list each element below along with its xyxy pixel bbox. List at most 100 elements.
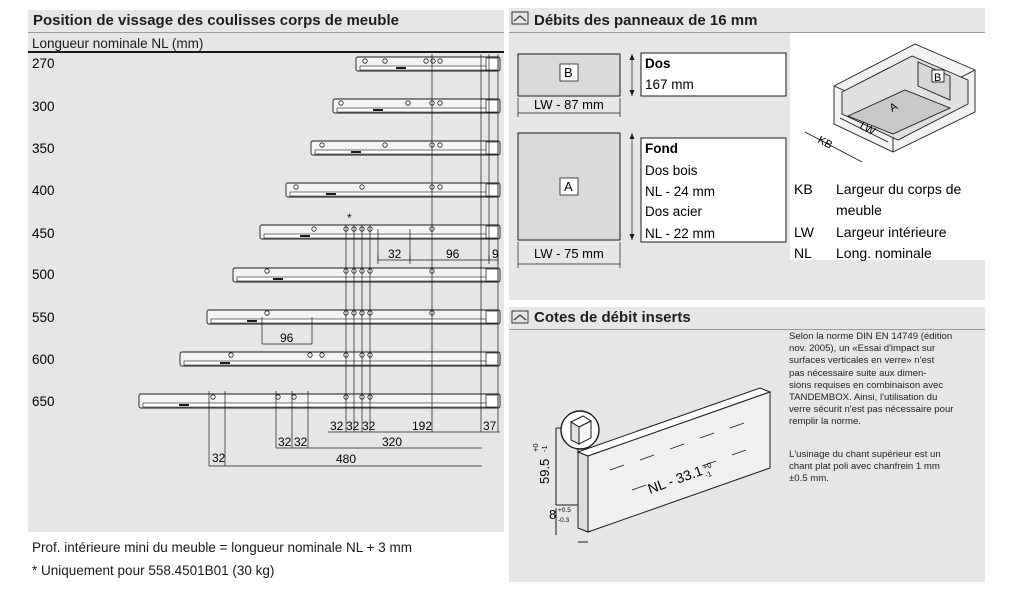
row-label-600: 600 (32, 352, 55, 367)
dim-b1-32a: 32 (330, 419, 344, 433)
slide-rail (314, 149, 497, 155)
section-icon (511, 11, 529, 25)
dim-9-row450: 9 (492, 247, 499, 261)
dim-b1-37: 37 (483, 419, 497, 433)
debits-drawing: B LW - 87 mm Dos 167 mm A LW - 75 mm Fon… (517, 33, 985, 268)
subtitle-underline (28, 51, 504, 53)
slide-clip (373, 109, 383, 111)
slide-end (485, 225, 499, 239)
fond-label: Fond (645, 141, 678, 156)
vertical-guide-lines (208, 54, 499, 466)
norm-line-7: verre sécurit n'est pas nécessaire pour (789, 404, 954, 416)
norm-line-5: sions requises en combinaison avec (789, 379, 944, 391)
debits-title: Débits des panneaux de 16 mm (534, 12, 758, 29)
norm-line-3: surfaces verticales en verre» n'est (789, 355, 935, 367)
dim-length-tol-plus: +0 (702, 460, 713, 471)
edge-line-1: L'usinage du chant supérieur est un (789, 449, 941, 460)
legend-kb-text: Largeur du corps de (836, 181, 962, 197)
edge-line-2: chant plat poli avec chanfrein 1 mm (789, 461, 940, 473)
slide-end (485, 352, 499, 366)
row-label-450: 450 (32, 226, 55, 241)
slide-end (485, 310, 499, 324)
legend-nl-abbr: NL (794, 245, 812, 261)
fond-line-2: NL - 24 mm (645, 184, 715, 199)
slide-clip (273, 278, 283, 280)
norm-line-4: pas nécessaire suite aux dimen- (789, 367, 927, 379)
dim-height-tol-plus: +0 (531, 443, 540, 452)
norm-paragraph: Selon la norme DIN EN 14749 (édition nov… (789, 331, 985, 429)
dim-32-row450: 32 (388, 247, 402, 261)
dim-b2-32b: 32 (294, 435, 308, 449)
slide-end (485, 183, 499, 197)
dim-thick-value: 8 (549, 507, 556, 522)
row-label-500: 500 (32, 267, 55, 282)
screw-hole (264, 268, 270, 274)
slide-end (485, 141, 499, 155)
slide-rail (289, 191, 497, 197)
slide-rail (142, 402, 497, 408)
row-label-400: 400 (32, 183, 55, 198)
screw-hole (423, 58, 429, 64)
row-label-350: 350 (32, 141, 55, 156)
slide-rail (183, 360, 497, 366)
slide-clip (300, 235, 310, 237)
panel-a-width: LW - 75 mm (534, 246, 604, 261)
dos-box (640, 52, 787, 97)
screw-hole (291, 394, 297, 400)
slide-clip (247, 320, 257, 322)
panel-b-letter: B (564, 65, 573, 80)
legend-kb-abbr: KB (794, 181, 813, 197)
dim-height-tol-minus: -1 (540, 445, 549, 452)
screw-hole (362, 58, 368, 64)
footnote-star: * Uniquement pour 558.4501B01 (30 kg) (32, 563, 275, 578)
row-label-270: 270 (32, 56, 55, 71)
min-depth-note: Prof. intérieure mini du meuble = longue… (32, 540, 412, 555)
screw-hole (311, 226, 317, 232)
screw-hole (275, 394, 281, 400)
slide-end (485, 394, 499, 408)
dim-b1-192: 192 (412, 419, 432, 433)
screw-hole (430, 58, 436, 64)
row-labels: 270 300 350 400 450 500 550 600 650 (32, 56, 55, 409)
row-label-550: 550 (32, 310, 55, 325)
section-icon-2 (511, 310, 529, 324)
title-divider (28, 32, 504, 33)
screw-position-title: Position de vissage des coulisses corps … (33, 12, 399, 29)
dim-96-row550: 96 (280, 331, 294, 345)
glass-insert (555, 387, 772, 543)
dim-b2-320: 320 (382, 435, 402, 449)
legend-lw-text: Largeur intérieure (836, 224, 947, 240)
dim-b3-32: 32 (212, 451, 226, 465)
row-label-300: 300 (32, 99, 55, 114)
nominal-length-label: Longueur nominale NL (mm) (32, 36, 204, 51)
insert-drawing: 59.5 +0 -1 NL - 33.1 +0 -1 8 +0.5 -0.3 (531, 387, 772, 543)
dim-b2-32a: 32 (278, 435, 292, 449)
slide-clip (220, 362, 230, 364)
slide-rail (359, 65, 497, 71)
screw-hole (382, 58, 388, 64)
dim-b3-480: 480 (336, 452, 356, 466)
edge-line-3: ±0.5 mm. (789, 473, 829, 485)
legend-kb-text2: meuble (836, 202, 882, 218)
screw-hole (338, 100, 344, 106)
slide-clip (179, 404, 189, 406)
slide-rail (263, 233, 497, 239)
norm-line-8: remplir la norme. (789, 416, 861, 428)
screw-hole (319, 142, 325, 148)
debits-divider (509, 32, 985, 33)
slide-end (485, 268, 499, 282)
panel-b-width: LW - 87 mm (534, 97, 604, 112)
slide-clip (396, 67, 406, 69)
slide-end (485, 57, 499, 71)
slides-group (138, 56, 501, 409)
dim-height-value: 59.5 (537, 459, 552, 484)
fond-line-1: Dos bois (645, 163, 698, 178)
screw-hole (437, 142, 443, 148)
slide-drawing: 270 300 350 400 450 500 550 600 650 * 32… (32, 54, 501, 467)
inserts-divider (509, 329, 985, 330)
screw-hole (437, 184, 443, 190)
norm-line-1: Selon la norme DIN EN 14749 (édition (789, 331, 953, 342)
screw-hole (228, 352, 234, 358)
screw-hole (382, 142, 388, 148)
legend-nl-text: Long. nominale (836, 245, 932, 261)
